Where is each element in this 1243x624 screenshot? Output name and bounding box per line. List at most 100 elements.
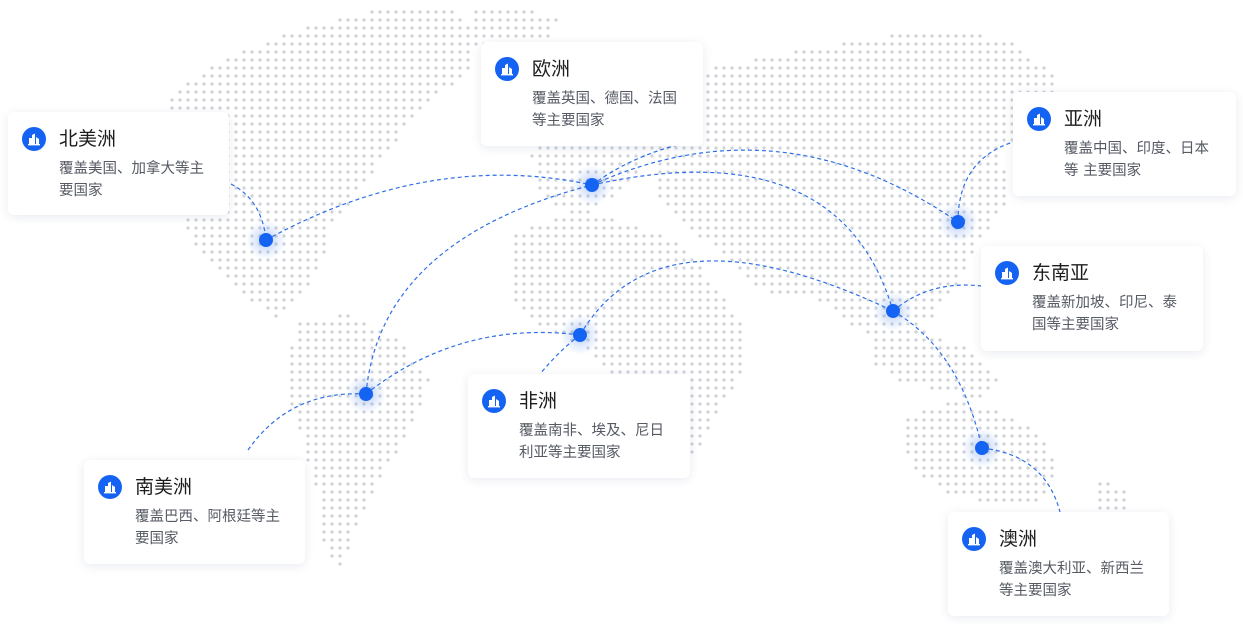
map-dot [714, 90, 718, 94]
map-dot [306, 194, 310, 198]
map-dot [874, 218, 878, 222]
map-dot [906, 274, 910, 278]
map-dot [538, 290, 542, 294]
map-dot [338, 362, 342, 366]
map-dot [946, 402, 950, 406]
region-card-africa[interactable]: 非洲 覆盖南非、埃及、尼日利亚等主要国家 [468, 374, 690, 478]
map-dot [826, 146, 830, 150]
map-dot [330, 114, 334, 118]
map-dot [770, 82, 774, 86]
map-dot [946, 178, 950, 182]
map-dot [1002, 418, 1006, 422]
map-dot [866, 282, 870, 286]
map-dot [282, 90, 286, 94]
map-dot [242, 258, 246, 262]
map-dot [978, 34, 982, 38]
map-dot [634, 362, 638, 366]
map-dot [722, 330, 726, 334]
map-dot [746, 146, 750, 150]
map-dot [1034, 442, 1038, 446]
map-dot [634, 330, 638, 334]
map-dot [690, 306, 694, 310]
map-dot [690, 266, 694, 270]
map-dot [898, 74, 902, 78]
map-dot [722, 314, 726, 318]
map-dot [818, 66, 822, 70]
map-dot [818, 98, 822, 102]
map-dot [778, 178, 782, 182]
map-dot [706, 218, 710, 222]
map-dot [842, 138, 846, 142]
map-dot [578, 298, 582, 302]
map-dot [282, 58, 286, 62]
map-dot [882, 266, 886, 270]
map-dot [882, 138, 886, 142]
map-dot [402, 82, 406, 86]
map-dot [842, 74, 846, 78]
map-dot [962, 194, 966, 198]
map-dot [338, 474, 342, 478]
map-dot [378, 338, 382, 342]
map-dot [994, 466, 998, 470]
region-card-europe[interactable]: 欧洲 覆盖英国、德国、法国等主要国家 [481, 42, 703, 146]
map-dot [410, 66, 414, 70]
map-dot [986, 226, 990, 230]
map-dot [594, 266, 598, 270]
map-dot [714, 98, 718, 102]
map-dot [314, 122, 318, 126]
map-dot [978, 482, 982, 486]
region-card-oceania[interactable]: 澳洲 覆盖澳大利亚、新西兰等主要国家 [948, 512, 1169, 616]
map-dot [722, 122, 726, 126]
map-dot [770, 122, 774, 126]
region-card-southeast-asia[interactable]: 东南亚 覆盖新加坡、印尼、泰国等主要国家 [981, 246, 1203, 351]
map-dot [922, 370, 926, 374]
map-dot [426, 18, 430, 22]
map-dot [402, 42, 406, 46]
map-dot [218, 234, 222, 238]
map-dot [322, 458, 326, 462]
region-card-asia[interactable]: 亚洲 覆盖中国、印度、日本等 主要国家 [1013, 92, 1236, 196]
region-card-north-america[interactable]: 北美洲 覆盖美国、加拿大等主要国家 [8, 112, 229, 215]
map-dot [730, 314, 734, 318]
map-dot [250, 90, 254, 94]
map-dot [1002, 202, 1006, 206]
map-dot [298, 194, 302, 198]
map-dot [306, 410, 310, 414]
map-dot [562, 242, 566, 246]
map-dot [274, 210, 278, 214]
map-dot [362, 162, 366, 166]
map-dot [730, 378, 734, 382]
region-card-south-america[interactable]: 南美洲 覆盖巴西、阿根廷等主要国家 [84, 460, 305, 564]
map-dot [962, 106, 966, 110]
map-dot [786, 66, 790, 70]
map-dot [1010, 90, 1014, 94]
map-dot [834, 50, 838, 54]
map-dot [562, 202, 566, 206]
map-dot [994, 82, 998, 86]
map-dot [322, 170, 326, 174]
map-dot [274, 298, 278, 302]
map-dot [282, 202, 286, 206]
map-dot [962, 434, 966, 438]
map-dot [682, 370, 686, 374]
map-dot [602, 282, 606, 286]
map-dot [410, 394, 414, 398]
map-dot [906, 82, 910, 86]
map-dot [938, 170, 942, 174]
map-dot [402, 370, 406, 374]
map-dot [314, 386, 318, 390]
map-dot [402, 18, 406, 22]
map-dot [938, 466, 942, 470]
map-dot [258, 154, 262, 158]
map-dot [322, 242, 326, 246]
map-dot [930, 162, 934, 166]
map-dot [658, 258, 662, 262]
map-dot [378, 442, 382, 446]
map-dot [834, 186, 838, 190]
map-dot [1002, 58, 1006, 62]
map-dot [946, 266, 950, 270]
map-dot [922, 378, 926, 382]
map-dot [842, 314, 846, 318]
map-dot [826, 138, 830, 142]
map-dot [746, 242, 750, 246]
